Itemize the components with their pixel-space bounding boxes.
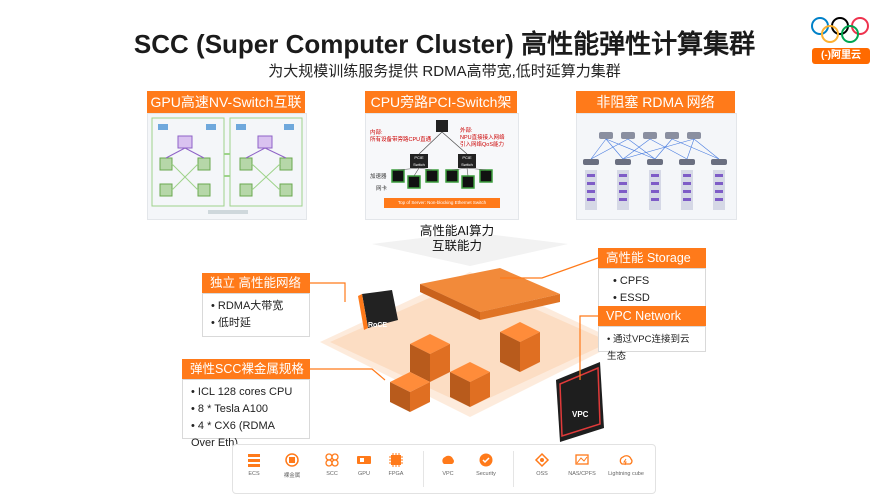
services-divider [423,451,424,487]
olympic-rings-icon [811,17,869,43]
callout-network-item: • 低时延 [211,317,251,329]
service-scc: SCC [313,445,351,493]
center-ai-label: 高性能AI算力 互联能力 [402,222,512,258]
cpu-label-internal-desc: 所有设备带旁路CPU直通 [370,137,432,143]
callout-baremetal-title: 弹性SCC裸金属规格 [182,359,310,379]
center-ai-line2: 互联能力 [431,239,482,253]
services-divider [513,451,514,487]
service-vpc: VPC [429,445,467,493]
cpu-pci-switch-diagram: 内部: 所有设备带旁路CPU直通 外部: NPU直接接入网络 引入网络QoS能力… [365,113,519,220]
callout-baremetal-item: • 8 * Tesla A100 [191,403,269,415]
roce-chip-label: RoCE [368,322,388,329]
lightning-cube-icon [619,455,633,466]
callout-network: 独立 高性能网络 • RDMA大带宽 • 低时延 [202,273,310,337]
tor-switch-bar: Top of Server: Non-blocking Ethernet Swi… [384,198,500,208]
center-ai-line1: 高性能AI算力 [419,224,495,238]
pcie-switch-right: PCIE Switch [458,154,476,168]
callout-storage: 高性能 Storage • CPFS • ESSD [598,248,706,312]
rdma-network-diagram [576,113,737,220]
scc-cluster-illustration [320,232,620,442]
service-bare-metal: 裸金属 [273,445,311,493]
panel-gpu-title: GPU高速NV-Switch互联 [147,91,305,113]
pcie-switch-left: PCIE Switch [410,154,428,168]
callout-vpc: VPC Network • 通过VPC连接到云生态 [598,306,706,362]
callout-storage-item: • ESSD [613,292,650,304]
callout-baremetal-item: • ICL 128 cores CPU [191,386,293,398]
scc-icon [325,453,339,467]
vpc-icon [442,455,454,464]
panel-rdma-title: 非阻塞 RDMA 网络 [576,91,735,113]
cpu-label-accelerator: 加速器 [370,174,387,180]
gpu-nvswitch-diagram [147,113,307,220]
service-fpga: FPGA [377,445,415,493]
cpu-chip-icon [436,120,448,132]
callout-vpc-title: VPC Network [598,306,706,326]
services-bar: ECS 裸金属 SCC GPU FPGA VPC Security OSS NA… [232,444,656,494]
callout-network-title: 独立 高性能网络 [202,273,310,293]
callout-storage-title: 高性能 Storage [598,248,706,268]
oss-icon [534,452,550,468]
service-security: Security [467,445,505,493]
cpu-label-external-desc2: 引入网络QoS能力 [460,142,505,148]
page-subtitle: 为大规模训练服务提供 RDMA高带宽,低时延算力集群 [268,63,621,80]
service-oss: OSS [523,445,561,493]
bare-metal-icon [285,453,299,467]
fpga-icon [389,453,403,467]
service-lightning-cube: Lightning cube [607,445,645,493]
logo-text: (-)阿里云 [812,48,870,64]
cpu-label-internal: 内部: [370,130,383,136]
nas-icon [575,454,589,465]
callout-network-item: • RDMA大带宽 [211,300,284,312]
page-title: SCC (Super Computer Cluster) 高性能弹性计算集群 [133,29,756,59]
service-gpu: GPU [345,445,383,493]
callout-baremetal: 弹性SCC裸金属规格 • ICL 128 cores CPU • 8 * Tes… [182,359,310,449]
service-nas: NAS/CPFS [563,445,601,493]
vpc-board-label: VPC [572,410,589,419]
callout-storage-item: • CPFS [613,275,650,287]
gpu-icon [357,456,371,464]
security-icon [479,453,493,467]
cpu-label-nic: 网卡 [376,186,388,192]
alibaba-cloud-olympic-logo: (-)阿里云 [806,14,878,74]
callout-baremetal-item: • 4 * CX6 (RDMA Over Eth) [191,420,275,449]
cpu-label-external: 外部: [460,128,473,134]
callout-vpc-item: • 通过VPC连接到云生态 [607,334,690,362]
ecs-icon [248,454,260,467]
cpu-label-external-desc1: NPU直接接入网络 [460,135,505,141]
service-ecs: ECS [235,445,273,493]
